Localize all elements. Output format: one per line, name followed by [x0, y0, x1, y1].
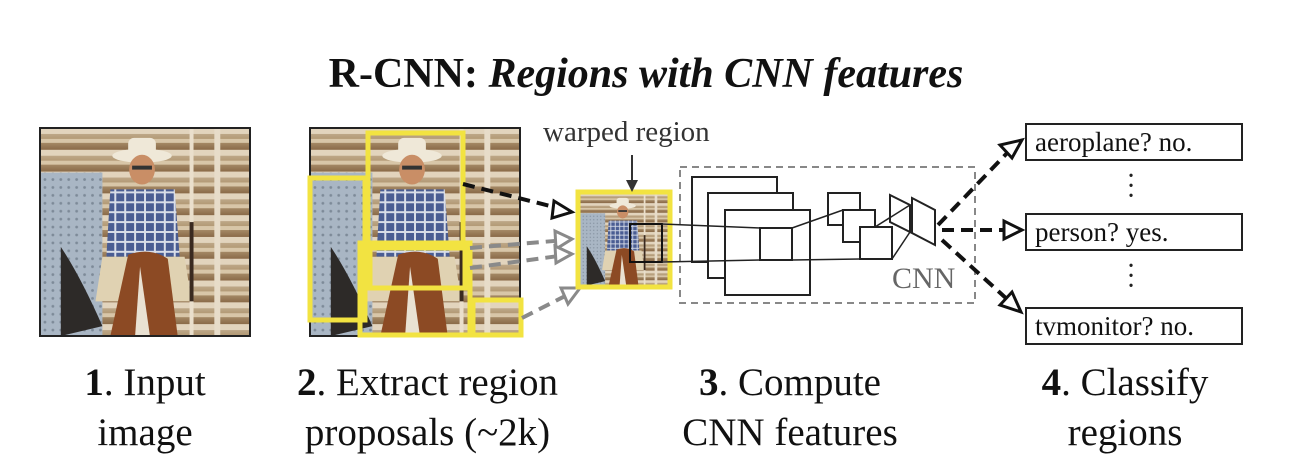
step-number: 2	[297, 361, 317, 404]
step-line1: . Compute	[718, 361, 882, 404]
ellipsis-dots: ···	[1126, 161, 1136, 212]
proposal-arrows	[462, 182, 583, 320]
arrow-proposal-gray-1	[469, 238, 567, 250]
step-line2: regions	[1067, 411, 1183, 454]
proposal-image	[307, 127, 524, 338]
step-line2: CNN features	[682, 411, 898, 454]
step-line1: . Classify	[1061, 361, 1209, 404]
step-caption-2: 2. Extract region proposals (~2k)	[255, 358, 600, 458]
step-caption-4: 4. Classify regions	[1000, 358, 1250, 458]
step-number: 3	[699, 361, 719, 404]
class-box-aeroplane: aeroplane? no.	[1025, 123, 1243, 161]
class-box-person: person? yes.	[1025, 213, 1243, 251]
step-number: 4	[1041, 361, 1062, 404]
step-caption-1: 1. Input image	[40, 358, 250, 458]
proposal-box-small	[470, 297, 524, 338]
input-image	[39, 127, 251, 337]
step-line1: . Extract region	[316, 361, 558, 404]
proposal-box-mid	[367, 240, 468, 291]
title-prefix: R-CNN:	[328, 51, 489, 97]
class-box-tvmonitor: tvmonitor? no.	[1025, 307, 1243, 345]
diagram-title: R-CNN: Regions with CNN features	[0, 50, 1292, 98]
ellipsis-dots: ···	[1126, 251, 1136, 302]
step-caption-3: 3. Compute CNN features	[640, 358, 940, 458]
warped-region-label: warped region	[543, 116, 710, 148]
title-italic: Regions with CNN features	[488, 51, 964, 97]
cnn-block	[661, 166, 976, 304]
classify-arrows	[936, 137, 1026, 315]
step-number: 1	[84, 361, 104, 404]
proposal-box-left	[307, 175, 368, 323]
cnn-label: CNN	[892, 262, 956, 295]
step-line2: image	[97, 411, 193, 454]
warped-region	[575, 155, 673, 290]
proposal-box-person	[365, 130, 466, 251]
arrow-proposal-gray-2	[469, 253, 567, 270]
step-line1: . Input	[103, 361, 206, 404]
arrow-to-aeroplane	[936, 148, 1012, 227]
arrow-to-tvmonitor	[940, 238, 1010, 302]
step-line2: proposals (~2k)	[304, 411, 551, 454]
cnn-dashed-frame	[679, 166, 976, 304]
region-proposal-boxes	[307, 130, 524, 338]
